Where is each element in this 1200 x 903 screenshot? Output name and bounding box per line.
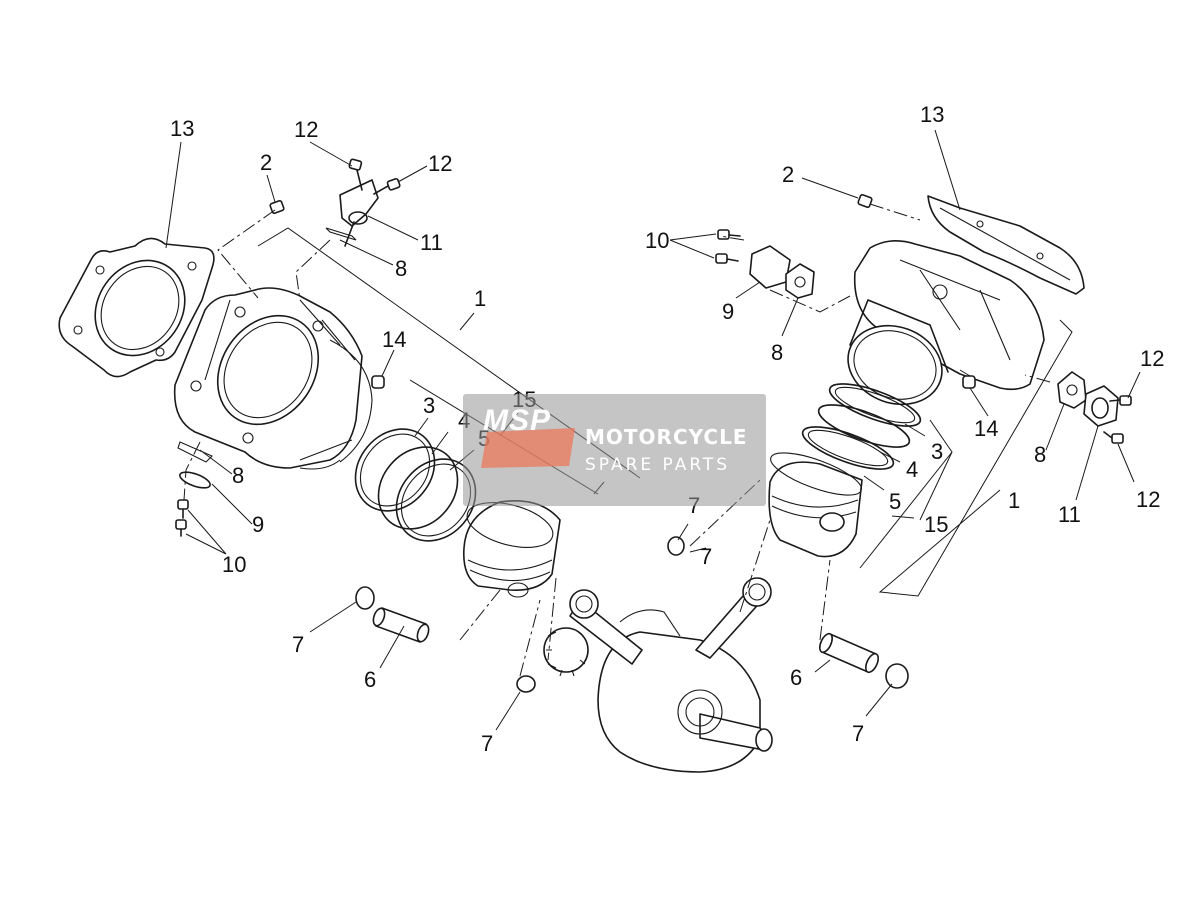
callout-1-left: 1 [474, 286, 486, 311]
callout-11-right: 11 [1058, 502, 1081, 527]
piston-pin-left[interactable] [371, 607, 431, 643]
callout-3-left: 3 [423, 393, 435, 418]
screws-12-right[interactable] [1103, 395, 1132, 444]
callout-7-right-b: 7 [700, 544, 712, 569]
callout-7-left-a: 7 [292, 632, 304, 657]
callout-9-left: 9 [252, 512, 264, 537]
cylinder-left[interactable] [173, 287, 373, 470]
gasket-8-right-b[interactable] [1057, 371, 1087, 409]
callout-4-right: 4 [906, 457, 918, 482]
callout-10-left: 10 [222, 552, 246, 577]
dowel-pin-right[interactable] [857, 194, 873, 208]
chain-tensioner-right[interactable] [1083, 385, 1119, 427]
callout-8-right-b: 8 [1034, 442, 1046, 467]
callout-15-right: 15 [924, 512, 948, 537]
circlip-left-a[interactable] [355, 586, 375, 610]
screws-12-left[interactable] [348, 158, 401, 195]
msp-watermark: MSP MOTORCYCLE SPARE PARTS [463, 394, 766, 506]
msp-logo-badge [481, 428, 575, 468]
callout-12-right-a: 12 [1140, 346, 1164, 371]
callout-12-left-b: 12 [428, 151, 452, 176]
piston-rings-left[interactable] [339, 413, 492, 557]
callout-3-right: 3 [931, 439, 943, 464]
callout-2-right: 2 [782, 162, 794, 187]
circlip-right-a[interactable] [667, 536, 685, 556]
callout-1-right: 1 [1008, 488, 1020, 513]
callout-2-left: 2 [260, 150, 272, 175]
dowel-14-left[interactable] [371, 375, 385, 389]
screws-10-left[interactable] [175, 499, 189, 537]
callout-14-left: 14 [382, 327, 406, 352]
circlip-left-b[interactable] [516, 675, 536, 693]
piston-right[interactable] [766, 444, 866, 558]
callout-6-right: 6 [790, 665, 802, 690]
piston-left[interactable] [462, 494, 561, 598]
callout-5-right: 5 [889, 489, 901, 514]
callout-8-right-a: 8 [771, 340, 783, 365]
dowel-pin-left[interactable] [269, 200, 285, 214]
tensioner-gasket-left[interactable] [325, 227, 357, 241]
connecting-rod-right[interactable] [695, 577, 772, 659]
callout-7-right-c: 7 [852, 721, 864, 746]
callout-8-left-b: 8 [232, 463, 244, 488]
callout-7-left-b: 7 [481, 731, 493, 756]
callout-9-right: 9 [722, 299, 734, 324]
callout-6-left: 6 [364, 667, 376, 692]
cover-9-right[interactable] [749, 245, 791, 289]
callout-12-left-a: 12 [294, 117, 318, 142]
chain-tensioner-left[interactable] [339, 179, 379, 247]
msp-logo-text: MSP [483, 404, 552, 437]
callout-12-right-b: 12 [1136, 487, 1160, 512]
connecting-rod-left[interactable] [569, 589, 643, 665]
callout-8-left-a: 8 [395, 256, 407, 281]
watermark-line2: SPARE PARTS [585, 455, 731, 475]
leader-lines [165, 129, 1141, 731]
head-gasket-right[interactable] [927, 195, 1085, 295]
callout-13-left: 13 [170, 116, 194, 141]
callout-13-right: 13 [920, 102, 944, 127]
circlip-right-b[interactable] [885, 663, 909, 689]
callout-11-left: 11 [420, 230, 443, 255]
cover-9-left[interactable] [178, 469, 212, 491]
crankshaft[interactable] [543, 609, 773, 773]
dowel-14-right[interactable] [962, 375, 976, 389]
callout-numbers: 13 2 12 12 11 8 1 14 3 4 5 15 8 9 10 7 6… [170, 102, 1164, 756]
piston-rings-right[interactable] [798, 375, 925, 477]
gasket-8-right-a[interactable] [785, 263, 815, 299]
callout-10-right: 10 [645, 228, 669, 253]
piston-pin-right[interactable] [817, 632, 881, 674]
screws-10-right[interactable] [715, 229, 741, 264]
head-gasket-left[interactable] [58, 237, 215, 378]
watermark-line1: MOTORCYCLE [585, 425, 748, 449]
callout-14-right: 14 [974, 416, 998, 441]
